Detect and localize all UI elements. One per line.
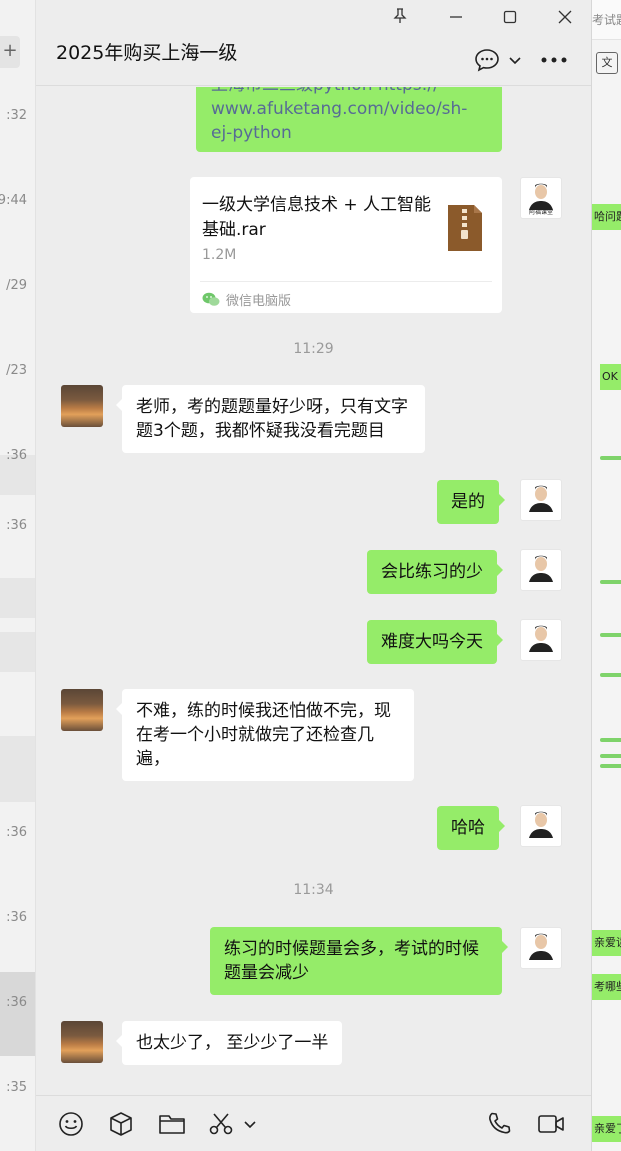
adjacent-bubble-edge (600, 580, 621, 584)
adjacent-bubble-edge (600, 673, 621, 677)
session-time: :32 (6, 108, 27, 123)
chevron-down-icon (509, 57, 521, 65)
sticker-box-icon[interactable] (108, 1110, 134, 1138)
message-bubble-incoming[interactable]: 不难，练的时候我还怕做不完，现在考一个小时就做完了还检查几遍， (116, 689, 414, 781)
session-item[interactable] (0, 632, 35, 672)
session-item[interactable] (0, 455, 35, 495)
chat-bubble-icon (475, 49, 499, 72)
avatar-teacher[interactable]: 阿福课堂 (520, 177, 562, 219)
link-text[interactable]: 上海市二三级python https:// (211, 87, 487, 97)
session-time: :36 (6, 825, 27, 840)
session-time: /29 (6, 278, 27, 293)
session-time: 9:44 (0, 193, 27, 208)
adjacent-bubble-edge (600, 754, 621, 758)
adjacent-bubble: 亲爱读 (592, 930, 621, 956)
message-bubble-outgoing[interactable]: 上海市二三级python https:// www.afuketang.com/… (196, 87, 502, 152)
screenshot-scissors-icon[interactable] (208, 1110, 256, 1138)
message-bubble-outgoing[interactable]: 哈哈 (437, 806, 505, 850)
adjacent-window-edge: 考试题 文 哈问题 OK 亲爱读 考哪些 亲爱了 (591, 0, 621, 1151)
file-name: 一级大学信息技术 + 人工智能基础.rar (202, 195, 432, 240)
file-source-label: 微信电脑版 (226, 294, 292, 309)
avatar-student[interactable] (61, 385, 103, 427)
link-text[interactable]: www.afuketang.com/video/sh- (211, 99, 468, 119)
avatar-teacher[interactable] (520, 619, 562, 661)
session-time: :36 (6, 910, 27, 925)
divider (200, 281, 492, 282)
video-call-icon[interactable] (537, 1110, 565, 1138)
session-time: :36 (6, 995, 27, 1010)
emoji-icon[interactable] (58, 1110, 84, 1138)
session-item[interactable] (0, 578, 35, 618)
file-source: 微信电脑版 (202, 290, 291, 309)
session-list-edge: + :32 9:44 /29 /23 :36 :36 :36 :36 :36 :… (0, 0, 36, 1151)
session-time: :36 (6, 448, 27, 463)
session-item[interactable] (0, 736, 35, 802)
avatar-teacher[interactable] (520, 479, 562, 521)
voice-call-icon[interactable] (486, 1110, 512, 1138)
message-bubble-outgoing[interactable]: 会比练习的少 (367, 550, 503, 594)
avatar-teacher[interactable] (520, 549, 562, 591)
adjacent-bubble-edge (600, 456, 621, 460)
adjacent-title: 考试题 (592, 0, 621, 40)
adjacent-bubble: 考哪些 (592, 974, 621, 1000)
pin-icon[interactable] (386, 6, 414, 34)
avatar-student[interactable] (61, 1021, 103, 1063)
wechat-icon (202, 292, 220, 306)
add-icon[interactable]: + (0, 36, 20, 68)
message-list[interactable]: 上海市二三级python https:// www.afuketang.com/… (36, 87, 591, 1095)
input-toolbar (36, 1095, 591, 1151)
message-bubble-outgoing[interactable]: 是的 (437, 480, 505, 524)
message-bubble-incoming[interactable]: 老师，考的题题量好少呀，只有文字题3个题，我都怀疑我没看完题目 (116, 385, 425, 453)
avatar-teacher[interactable] (520, 927, 562, 969)
adjacent-bubble-edge (600, 764, 621, 768)
session-item-selected[interactable] (0, 972, 35, 1056)
close-icon[interactable] (551, 6, 579, 34)
file-message-card[interactable]: 一级大学信息技术 + 人工智能基础.rar 1.2M 微信电脑版 (190, 177, 502, 313)
zip-file-icon (446, 203, 484, 253)
avatar-teacher[interactable] (520, 805, 562, 847)
session-time: :35 (6, 1080, 27, 1095)
adjacent-bubble: OK (600, 364, 621, 390)
session-time: :36 (6, 518, 27, 533)
link-text[interactable]: ej-python (211, 123, 292, 143)
more-options-icon[interactable] (539, 46, 569, 74)
translate-icon[interactable]: 文 (596, 52, 618, 74)
adjacent-bubble: 亲爱了 (592, 1116, 621, 1142)
file-size: 1.2M (202, 247, 237, 263)
maximize-icon[interactable] (496, 6, 524, 34)
avatar-label: 阿福课堂 (528, 209, 553, 216)
minimize-icon[interactable] (442, 6, 470, 34)
folder-icon[interactable] (158, 1110, 186, 1138)
chat-window: 2025年购买上海一级 上海市二三级python https:// www.af… (36, 0, 591, 1151)
adjacent-bubble-edge (600, 633, 621, 637)
chevron-down-icon (244, 1121, 256, 1128)
avatar-student[interactable] (61, 689, 103, 731)
adjacent-bubble: 哈问题 (592, 204, 621, 230)
message-bubble-incoming[interactable]: 也太少了， 至少少了一半 (115, 1021, 343, 1065)
title-bar: 2025年购买上海一级 (36, 0, 591, 86)
timestamp: 11:29 (293, 341, 334, 357)
message-bubble-outgoing[interactable]: 练习的时候题量会多，考试的时候题量会减少 (210, 927, 508, 995)
adjacent-bubble-edge (600, 738, 621, 742)
timestamp: 11:34 (293, 882, 334, 898)
message-bubble-outgoing[interactable]: 难度大吗今天 (367, 620, 503, 664)
session-time: /23 (6, 363, 27, 378)
chat-title: 2025年购买上海一级 (56, 42, 238, 64)
chat-info-button[interactable] (470, 46, 526, 74)
